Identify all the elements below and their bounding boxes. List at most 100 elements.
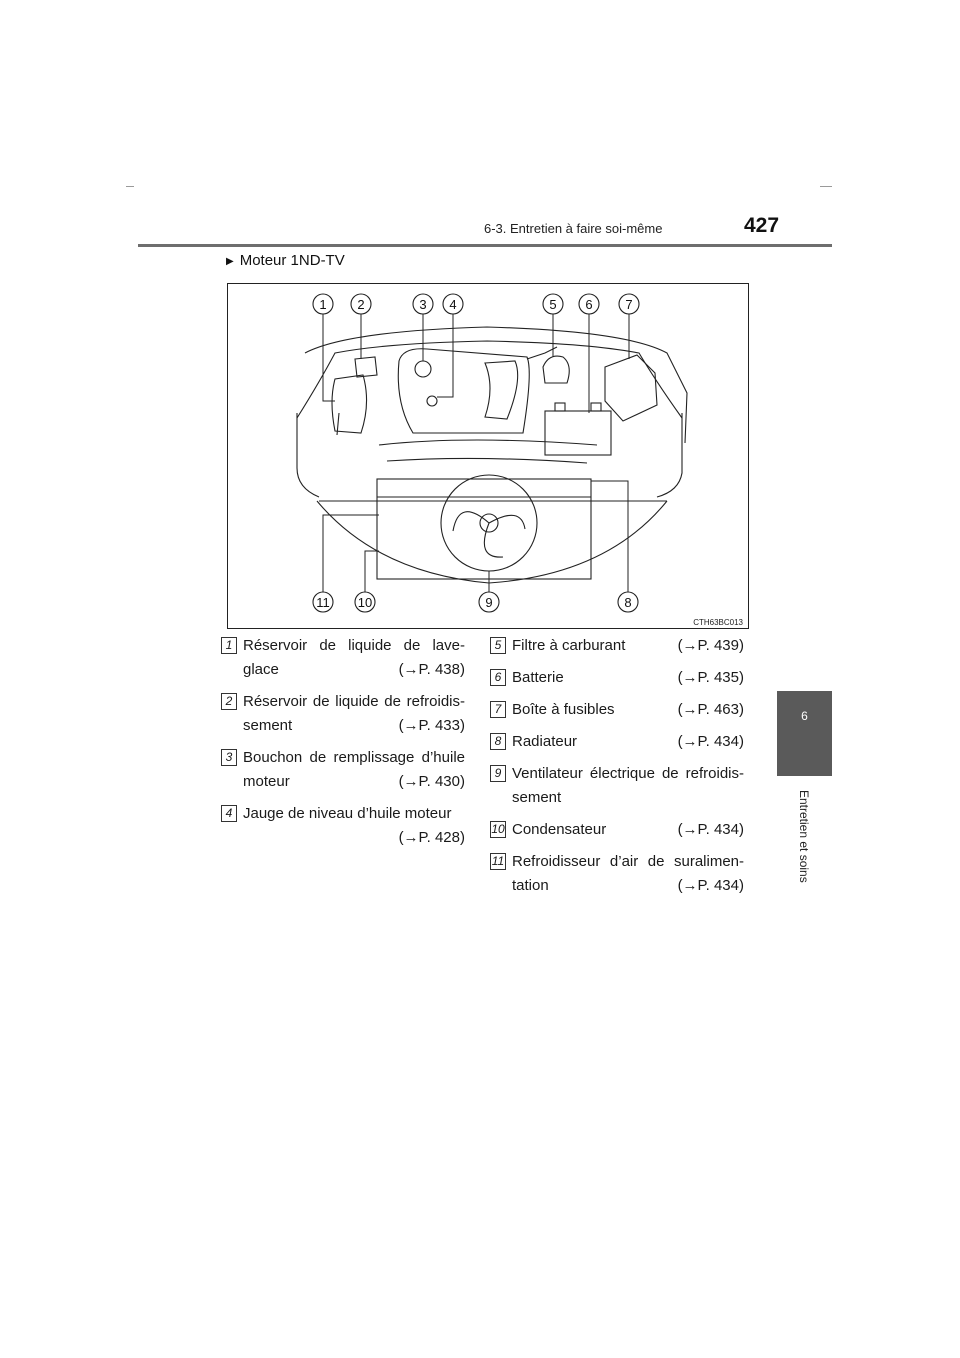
item-number: 8: [490, 733, 506, 750]
callout-6: [578, 293, 600, 315]
item-label: Condensateur: [512, 821, 607, 838]
list-item: 7 Boîte à fusibles (→P. 463): [490, 698, 744, 722]
callout-1-label: 1: [319, 297, 326, 312]
engine-cover-rib: [484, 360, 519, 420]
item-label: Radiateur: [512, 733, 578, 750]
leader-lines: [322, 313, 630, 593]
list-item: 11 Refroidisseur d’air de suralimen- tat…: [490, 850, 744, 898]
callout-3-label: 3: [419, 297, 426, 312]
list-item: 10 Condensateur (→P. 434): [490, 818, 744, 842]
callout-11-label: 11: [316, 595, 330, 610]
page-reference: (→P. 438): [398, 661, 465, 678]
battery-terminal-pos: [590, 402, 602, 412]
page-reference: (→P. 430): [398, 773, 465, 790]
callout-11: [312, 591, 334, 613]
fuel-filter: [542, 355, 570, 384]
washer-reservoir: [331, 374, 368, 434]
upper-hose: [378, 439, 598, 446]
coolant-reservoir: [354, 356, 378, 378]
item-label: Filtre à carburant: [512, 637, 626, 654]
figure-code: CTH63BC013: [693, 618, 743, 627]
fan-hub: [479, 513, 499, 533]
page-reference: (→P. 433): [398, 717, 465, 734]
crossmember: [386, 457, 588, 464]
right-fender: [656, 413, 683, 498]
callout-5-label: 5: [549, 297, 556, 312]
chapter-title: Entretien et soins: [797, 790, 811, 883]
callout-7-label: 7: [625, 297, 632, 312]
item-number: 3: [221, 749, 237, 766]
callout-2-label: 2: [357, 297, 364, 312]
item-label-cont: sement: [243, 717, 293, 734]
item-number: 11: [490, 853, 506, 870]
item-number: 9: [490, 765, 506, 782]
page-number: 427: [744, 214, 780, 237]
hood-outline: [304, 326, 688, 444]
item-label-cont: moteur: [243, 773, 290, 790]
item-label: Réservoir de liquide de lave-: [243, 637, 465, 654]
callout-group: [312, 293, 640, 613]
page-reference: (→P. 439): [677, 637, 744, 654]
battery: [544, 410, 612, 456]
callout-9: [478, 591, 500, 613]
list-item: 9 Ventilateur électrique de refroidis- s…: [490, 762, 744, 810]
item-number: 10: [490, 821, 506, 838]
item-label-cont: sement: [512, 789, 562, 806]
callout-6-label: 6: [585, 297, 592, 312]
fan-blades: [452, 511, 526, 558]
header-rule: [138, 244, 832, 247]
page-reference: (→P. 428): [398, 829, 465, 846]
page-reference: (→P. 434): [677, 877, 744, 894]
crop-mark-left: [126, 186, 134, 187]
callout-8: [617, 591, 639, 613]
item-number: 5: [490, 637, 506, 654]
heading-text: Moteur 1ND-TV: [239, 252, 345, 269]
oil-dipstick: [426, 395, 438, 407]
callout-4-label: 4: [449, 297, 456, 312]
chapter-tab: 6: [777, 691, 832, 776]
section-heading: ▶ Moteur 1ND-TV: [226, 252, 345, 269]
callout-10: [354, 591, 376, 613]
item-label: Jauge de niveau d’huile moteur: [243, 805, 452, 822]
list-item: 6 Batterie (→P. 435): [490, 666, 744, 690]
callout-5: [542, 293, 564, 315]
item-number: 7: [490, 701, 506, 718]
item-label: Batterie: [512, 669, 564, 686]
item-label: Ventilateur électrique de refroidis-: [512, 765, 744, 782]
triangle-marker-icon: ▶: [226, 256, 234, 267]
callout-2: [350, 293, 372, 315]
page-reference: (→P. 434): [677, 821, 744, 838]
battery-terminal-neg: [554, 402, 566, 412]
item-number: 6: [490, 669, 506, 686]
list-item: 4 Jauge de niveau d’huile moteur (→P. 42…: [221, 802, 465, 850]
item-label: Refroidisseur d’air de suralimen-: [512, 853, 744, 870]
crop-mark-right: [820, 186, 832, 187]
list-item: 2 Réservoir de liquide de refroidis- sem…: [221, 690, 465, 738]
item-label-cont: tation: [512, 877, 549, 894]
figure-frame: [227, 283, 749, 629]
callout-7: [618, 293, 640, 315]
list-item: 1 Réservoir de liquide de lave- glace(→P…: [221, 634, 465, 682]
section-title: 6-3. Entretien à faire soi-même: [484, 221, 663, 236]
engine-cover: [397, 348, 530, 434]
item-label: Réservoir de liquide de refroidis-: [243, 693, 465, 710]
page-reference: (→P. 435): [677, 669, 744, 686]
radiator: [376, 478, 592, 580]
callout-1: [312, 293, 334, 315]
item-label: Bouchon de remplissage d’huile: [243, 749, 465, 766]
item-number: 4: [221, 805, 237, 822]
page-reference: (→P. 434): [677, 733, 744, 750]
item-label: Boîte à fusibles: [512, 701, 615, 718]
list-item: 8 Radiateur (→P. 434): [490, 730, 744, 754]
callout-3: [412, 293, 434, 315]
item-number: 2: [221, 693, 237, 710]
page-reference: (→P. 463): [677, 701, 744, 718]
callout-10-label: 10: [358, 595, 372, 610]
item-label-cont: glace: [243, 661, 279, 678]
component-list-right: 5 Filtre à carburant (→P. 439) 6 Batterie…: [490, 634, 744, 906]
component-list-left: 1 Réservoir de liquide de lave- glace(→P…: [221, 634, 465, 858]
washer-neck: [336, 412, 340, 436]
engine-compartment-figure: 1 2 3 4 5 6 7 8 9 10 11 CTH63BC013: [227, 283, 749, 629]
list-item: 3 Bouchon de remplissage d’huile moteur (…: [221, 746, 465, 794]
fuse-box: [604, 354, 658, 422]
